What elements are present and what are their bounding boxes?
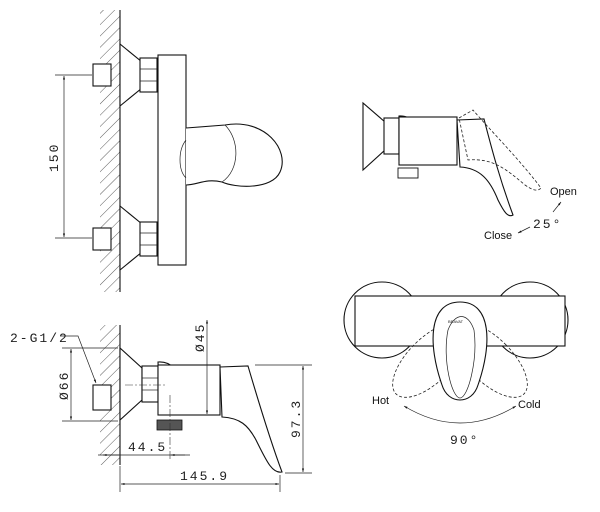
front-view: 150 (47, 10, 283, 292)
cold-label: Cold (518, 399, 541, 411)
rotation-angle-label: 90° (450, 433, 479, 448)
front-height-dim: 150 (47, 143, 62, 172)
brand-logo: BRAVAT (448, 319, 464, 324)
offset-dim: 44.5 (128, 440, 167, 455)
close-label: Close (484, 230, 512, 242)
flange-dia-dim: Ø66 (57, 371, 72, 400)
lever-angle-label: 25° (533, 217, 562, 232)
body-dia-dim: Ø45 (193, 323, 208, 352)
height-dim: 97.3 (289, 399, 304, 438)
lever-rotation-view: Open Close 25° (362, 101, 577, 242)
depth-dim: 145.9 (180, 469, 229, 484)
side-view: 2-G1/2 Ø66 Ø45 97.3 44.5 145.9 (10, 320, 312, 492)
open-label: Open (550, 186, 577, 198)
thread-label: 2-G1/2 (10, 331, 69, 346)
hot-label: Hot (372, 395, 389, 407)
top-view: BRAVAT Hot Cold 90° (343, 281, 569, 448)
